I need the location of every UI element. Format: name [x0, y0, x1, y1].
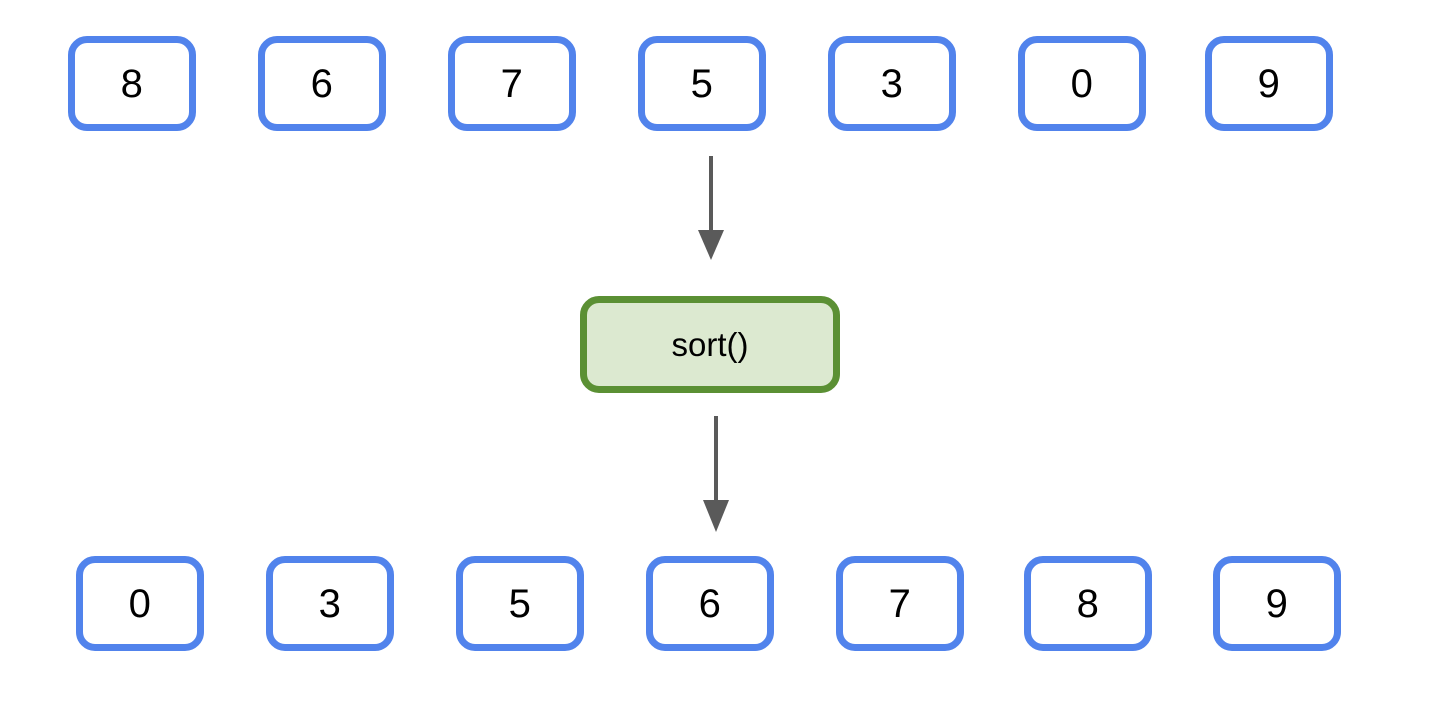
unsorted-array-cell-value: 6: [310, 61, 334, 106]
unsorted-array-cell-value: 7: [500, 61, 524, 106]
unsorted-array-cell-value: 9: [1257, 61, 1281, 106]
sorted-array-cell[interactable]: 7: [836, 556, 964, 651]
unsorted-array-cell[interactable]: 9: [1205, 36, 1333, 131]
unsorted-array-cell-value: 0: [1070, 61, 1094, 106]
arrow-input-to-sort-icon: [698, 156, 724, 260]
arrow-sort-to-output-icon: [703, 416, 729, 532]
sort-operation-label: sort(): [671, 326, 749, 363]
unsorted-array-cell[interactable]: 5: [638, 36, 766, 131]
sorted-array-cell[interactable]: 6: [646, 556, 774, 651]
sorted-array-cell[interactable]: 0: [76, 556, 204, 651]
sorted-array-cell-value: 5: [508, 581, 532, 626]
unsorted-array-cell-value: 3: [880, 61, 904, 106]
sorted-array-cell-value: 6: [698, 581, 722, 626]
unsorted-array-cell[interactable]: 8: [68, 36, 196, 131]
sort-operation-box[interactable]: sort(): [580, 296, 840, 393]
sorted-array-cell-value: 8: [1076, 581, 1100, 626]
unsorted-array-cell[interactable]: 3: [828, 36, 956, 131]
unsorted-array-cell-value: 8: [120, 61, 144, 106]
sorted-array-cell[interactable]: 8: [1024, 556, 1152, 651]
sorted-array-cell[interactable]: 9: [1213, 556, 1341, 651]
sorted-array-cell-value: 3: [318, 581, 342, 626]
sorted-array-cell-value: 0: [128, 581, 152, 626]
unsorted-array-cell[interactable]: 0: [1018, 36, 1146, 131]
unsorted-array-cell[interactable]: 6: [258, 36, 386, 131]
unsorted-array-cell-value: 5: [690, 61, 714, 106]
sorted-array-cell-value: 7: [888, 581, 912, 626]
sorted-array-cell[interactable]: 3: [266, 556, 394, 651]
sorted-array-cell[interactable]: 5: [456, 556, 584, 651]
sorted-array-cell-value: 9: [1265, 581, 1289, 626]
unsorted-array-cell[interactable]: 7: [448, 36, 576, 131]
